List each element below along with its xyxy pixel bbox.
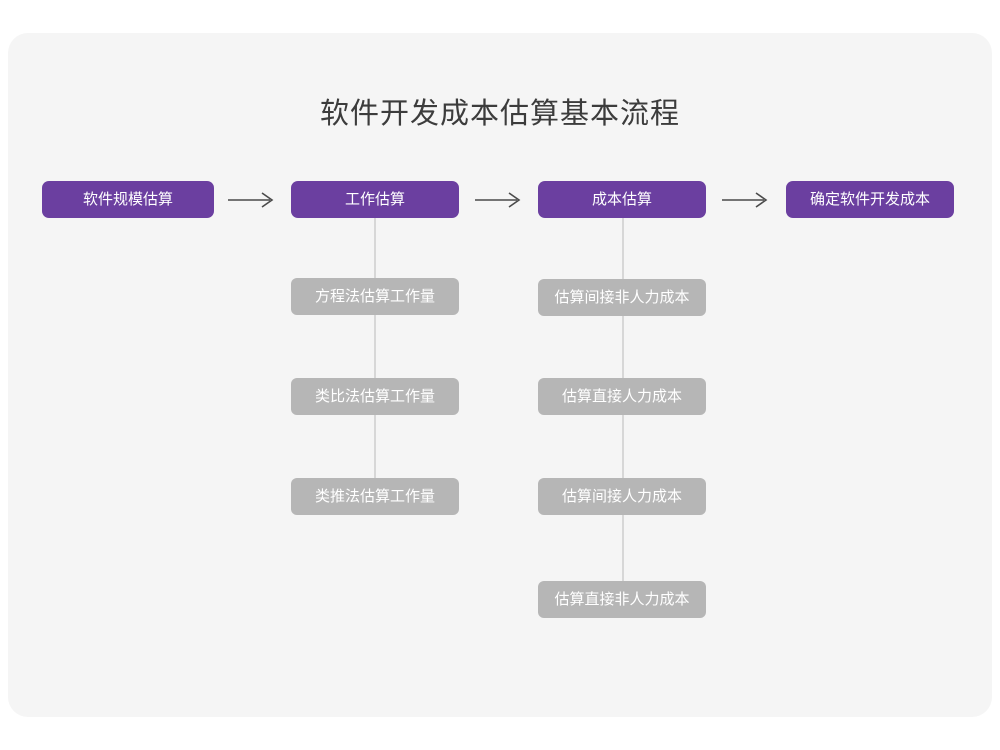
substep-label: 类推法估算工作量 — [314, 488, 435, 505]
substep-node-analogy-method[interactable]: 类比法估算工作量 — [291, 378, 459, 415]
stage-node-work-estimation[interactable]: 工作估算 — [291, 181, 459, 218]
substep-label: 估算直接人力成本 — [561, 388, 682, 405]
substep-label: 估算间接非人力成本 — [554, 289, 690, 306]
arrow-stage-3-to-4 — [720, 190, 772, 210]
substep-label: 估算间接人力成本 — [561, 488, 682, 505]
arrow-stage-2-to-3 — [473, 190, 525, 210]
stage-label: 成本估算 — [591, 191, 652, 208]
stage-node-software-scale-estimation[interactable]: 软件规模估算 — [42, 181, 214, 218]
substep-node-equation-method[interactable]: 方程法估算工作量 — [291, 278, 459, 315]
substep-node-indirect-labor-cost[interactable]: 估算间接人力成本 — [538, 478, 706, 515]
stage-label: 软件规模估算 — [82, 191, 173, 208]
arrow-stage-1-to-2 — [226, 190, 278, 210]
stage-label: 工作估算 — [344, 191, 405, 208]
substep-label: 估算直接非人力成本 — [554, 591, 690, 608]
substep-node-direct-labor-cost[interactable]: 估算直接人力成本 — [538, 378, 706, 415]
substep-label: 方程法估算工作量 — [314, 288, 435, 305]
substep-node-inference-method[interactable]: 类推法估算工作量 — [291, 478, 459, 515]
stage-label: 确定软件开发成本 — [809, 191, 930, 208]
stage-node-determine-development-cost[interactable]: 确定软件开发成本 — [786, 181, 954, 218]
connector-line-work — [374, 218, 376, 503]
substep-node-direct-nonlabor-cost[interactable]: 估算直接非人力成本 — [538, 581, 706, 618]
page-title: 软件开发成本估算基本流程 — [319, 98, 680, 130]
diagram-card — [8, 33, 992, 717]
substep-label: 类比法估算工作量 — [314, 388, 435, 405]
stage-node-cost-estimation[interactable]: 成本估算 — [538, 181, 706, 218]
substep-node-indirect-nonlabor-cost[interactable]: 估算间接非人力成本 — [538, 279, 706, 316]
